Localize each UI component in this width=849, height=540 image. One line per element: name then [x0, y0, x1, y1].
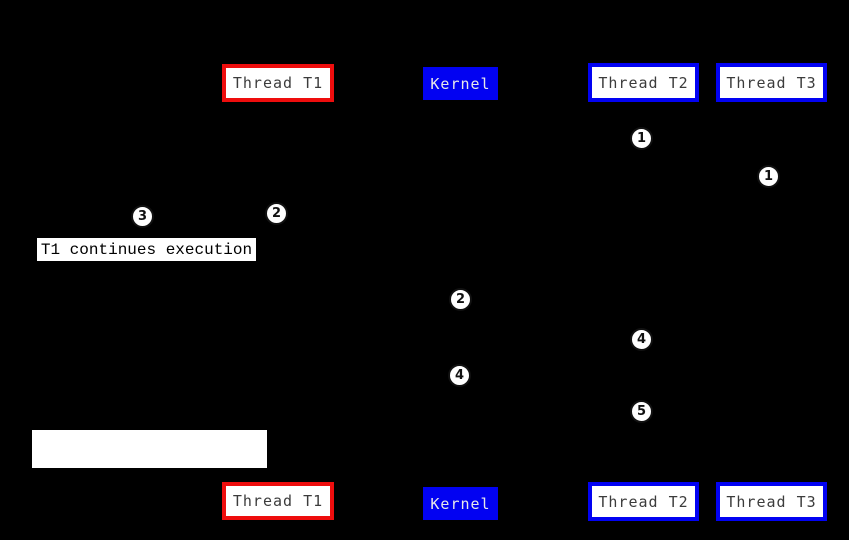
marker-2-thread-t1-number: 2 — [271, 206, 282, 221]
marker-3-thread-t1: 3 — [131, 205, 154, 228]
marker-2-kernel: 2 — [449, 288, 472, 311]
kernel-box-bottom: Kernel — [423, 487, 498, 520]
thread-t1-label-top: Thread T1 — [232, 74, 324, 92]
marker-4-kernel: 4 — [448, 364, 471, 387]
note-empty-box — [31, 429, 268, 469]
thread-t3-box-top: Thread T3 — [716, 63, 827, 102]
marker-1-thread-t2-number: 1 — [636, 131, 647, 146]
marker-2-thread-t1: 2 — [265, 202, 288, 225]
thread-t3-label-top: Thread T3 — [726, 73, 817, 92]
marker-4-thread-t2-number: 4 — [636, 332, 647, 347]
marker-1-thread-t3: 1 — [757, 165, 780, 188]
marker-1-thread-t2: 1 — [630, 127, 653, 150]
thread-t3-label-bottom: Thread T3 — [726, 492, 817, 511]
marker-1-thread-t3-number: 1 — [763, 169, 774, 184]
thread-t2-label-bottom: Thread T2 — [598, 492, 689, 511]
kernel-label-top: Kernel — [430, 74, 491, 93]
kernel-label-bottom: Kernel — [430, 494, 491, 513]
thread-t2-label-top: Thread T2 — [598, 73, 689, 92]
thread-t2-box-top: Thread T2 — [588, 63, 699, 102]
marker-4-thread-t2: 4 — [630, 328, 653, 351]
note-t1-continues-execution-text: T1 continues execution — [40, 240, 253, 259]
marker-2-kernel-number: 2 — [455, 292, 466, 307]
marker-5-thread-t2-number: 5 — [636, 404, 647, 419]
thread-t3-box-bottom: Thread T3 — [716, 482, 827, 521]
thread-t1-box-bottom: Thread T1 — [222, 482, 334, 520]
note-t1-continues-execution: T1 continues execution — [36, 237, 257, 262]
thread-t1-label-bottom: Thread T1 — [232, 492, 324, 510]
thread-t1-box-top: Thread T1 — [222, 64, 334, 102]
thread-t2-box-bottom: Thread T2 — [588, 482, 699, 521]
marker-3-thread-t1-number: 3 — [137, 209, 148, 224]
marker-5-thread-t2: 5 — [630, 400, 653, 423]
marker-4-kernel-number: 4 — [454, 368, 465, 383]
kernel-box-top: Kernel — [423, 67, 498, 100]
